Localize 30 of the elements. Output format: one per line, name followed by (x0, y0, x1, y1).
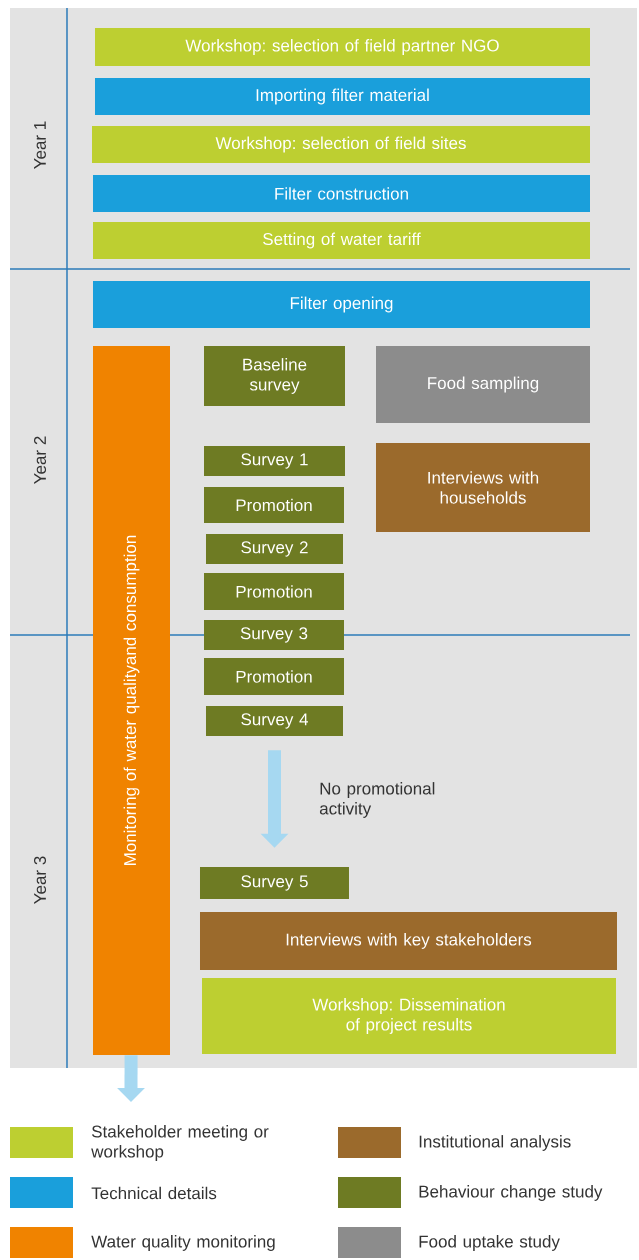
legend-label: Behaviour change study (419, 1185, 603, 1201)
activity-bar: Interviews with key stakeholders (200, 912, 617, 970)
year-label: Year 1 (34, 121, 46, 169)
activity-bar: Workshop: selection of field partner NGO (95, 28, 590, 66)
activity-bar: Promotion (204, 573, 344, 610)
legend-label: Institutional analysis (419, 1135, 571, 1151)
activity-bar: Filter construction (93, 175, 590, 212)
activity-bar: Survey 3 (204, 620, 344, 650)
year-label: Year 2 (34, 436, 46, 484)
legend-label: Stakeholder meeting or workshop (91, 1125, 269, 1161)
activity-bar: Baseline survey (204, 346, 345, 406)
activity-bar: Survey 5 (200, 867, 349, 899)
legend-label: Water quality monitoring (91, 1235, 275, 1251)
activity-bar: Workshop: selection of field sites (92, 126, 590, 163)
activity-bar: Survey 2 (206, 534, 343, 564)
legend-label: Food uptake study (419, 1235, 560, 1251)
activity-bar: Promotion (204, 658, 344, 695)
activity-bar: Setting of water tariff (93, 222, 590, 259)
activity-bar: Importing filter material (95, 78, 590, 115)
activity-bar: Food sampling (376, 346, 590, 423)
year-label: Year 3 (34, 856, 46, 904)
activity-bar: Survey 4 (206, 706, 343, 736)
activity-bar: Interviews with households (376, 443, 590, 532)
activity-bar: Promotion (204, 487, 344, 523)
activity-bar: Workshop: Dissemination of project results (202, 978, 616, 1054)
activity-bar: Filter opening (93, 281, 590, 328)
activity-bar: Survey 1 (204, 446, 345, 476)
legend-label: Technical details (91, 1186, 217, 1200)
activity-bar: Monitoring of water qualityand consumption (93, 346, 170, 1055)
edge-label: No promotional activity (319, 782, 435, 818)
